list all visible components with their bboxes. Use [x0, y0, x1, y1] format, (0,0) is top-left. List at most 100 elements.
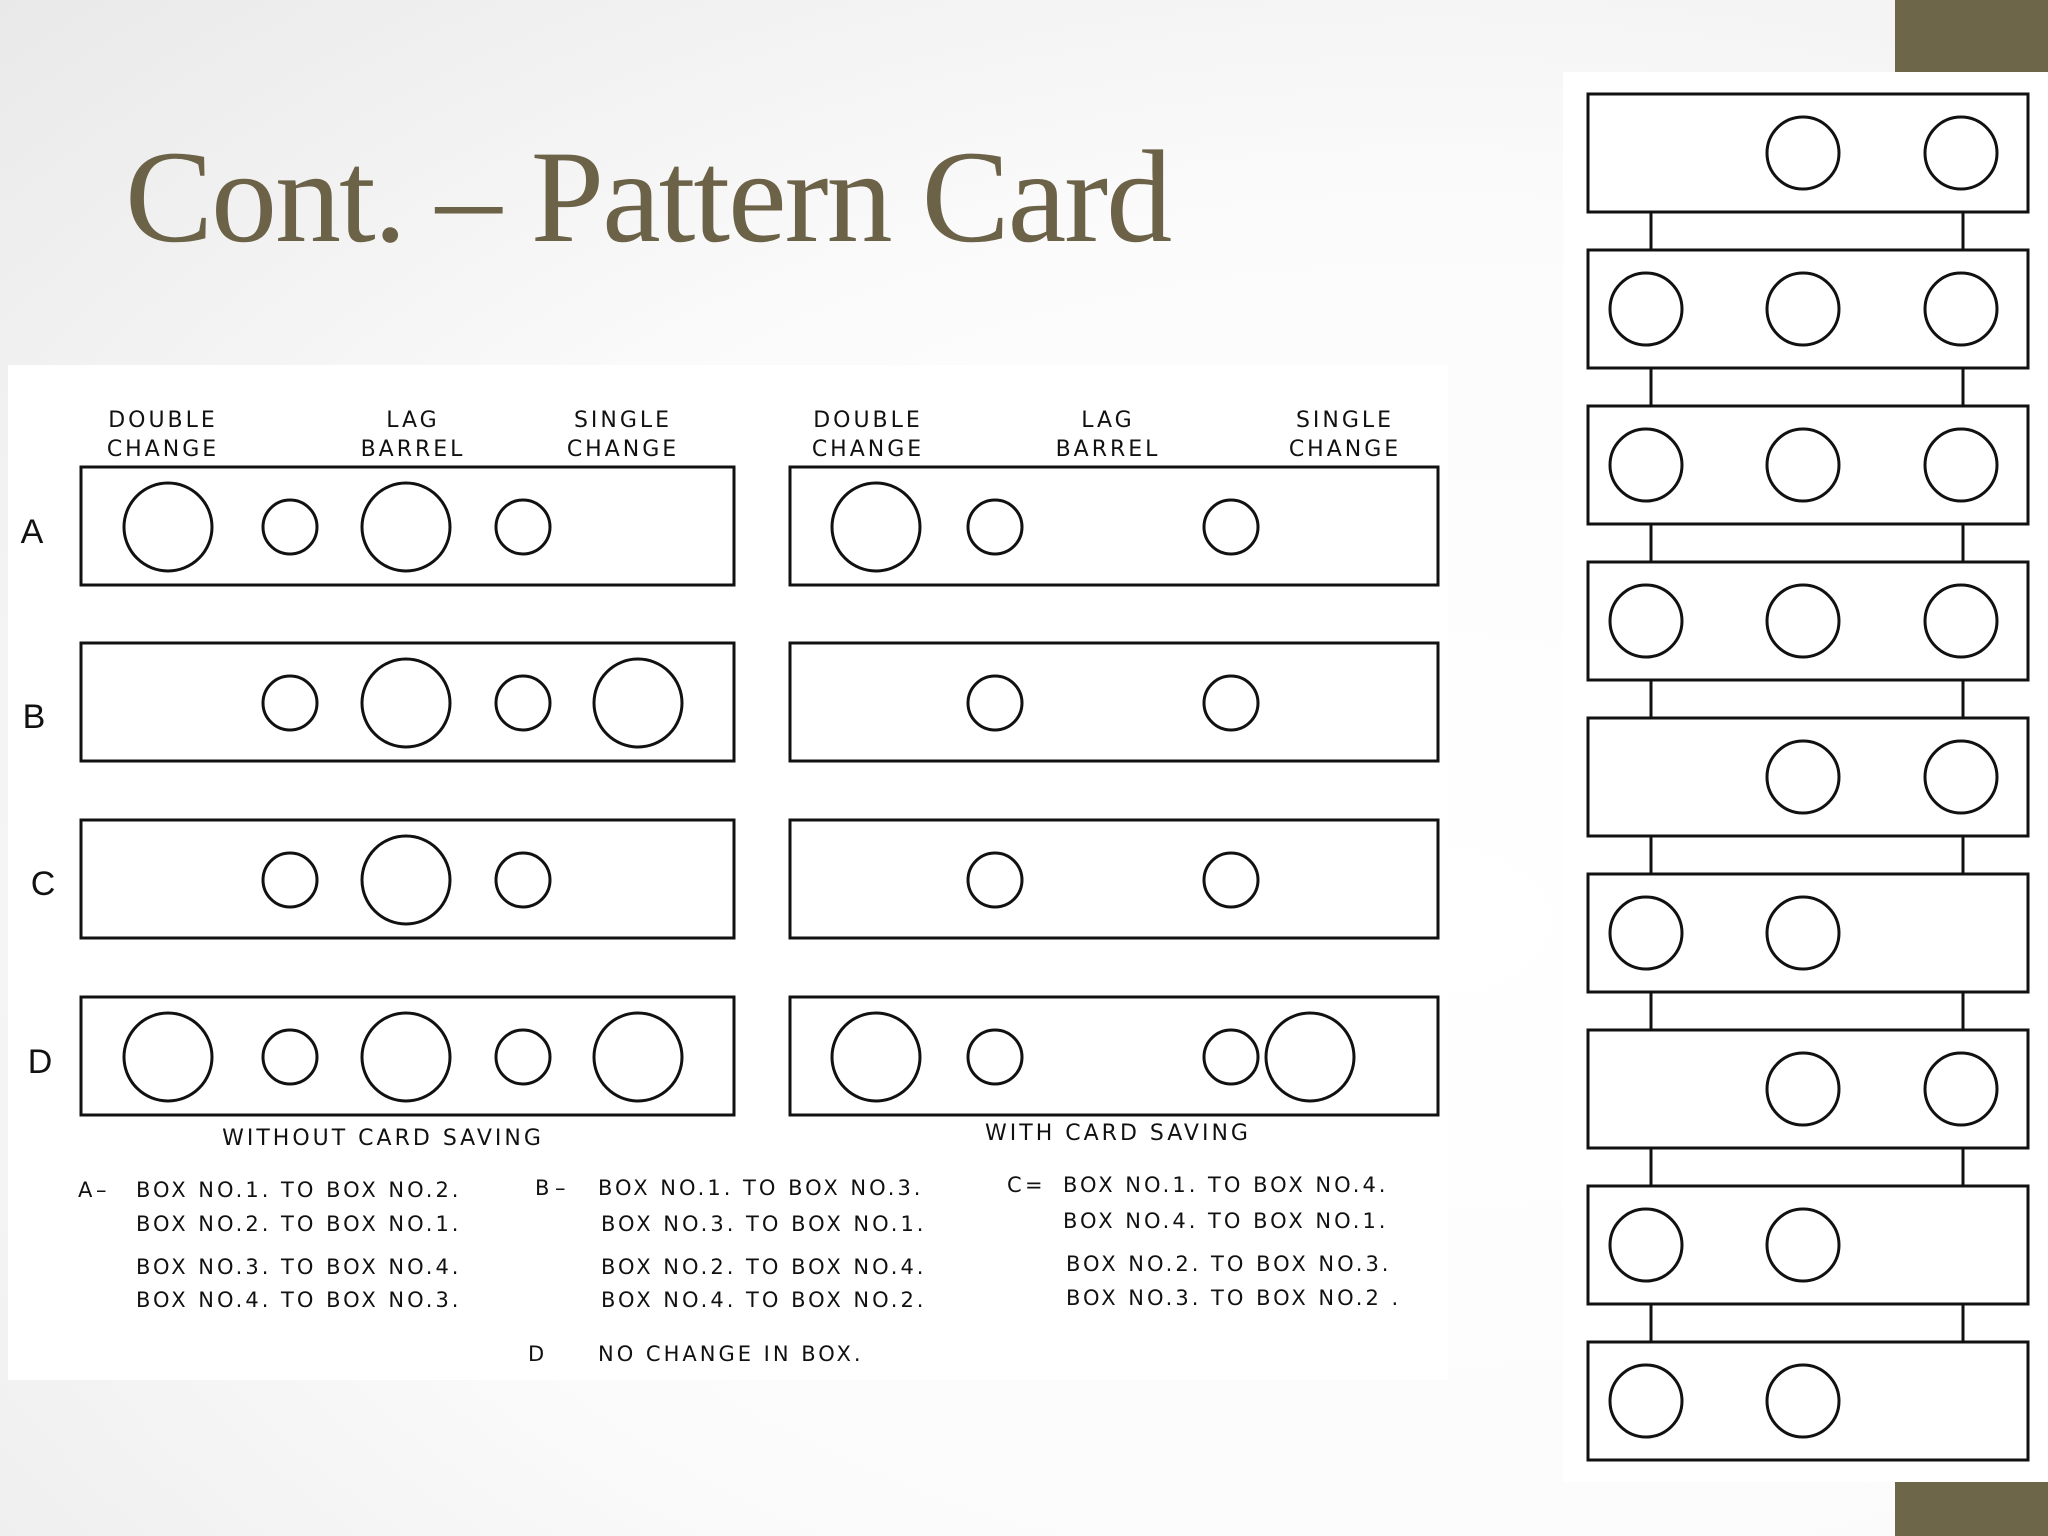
- card-without-saving-row-a: [79, 465, 736, 587]
- card-with-saving-row-c: [788, 818, 1440, 940]
- hole-small-with-row-c: [966, 851, 1024, 909]
- chain-card-4-hole-1: [1608, 583, 1684, 659]
- header-single-change-2-left: CHANGE: [567, 437, 679, 462]
- header-double-change-1-left: DOUBLE: [108, 408, 218, 433]
- chain-card-3-hole-2: [1765, 427, 1841, 503]
- chain-card-7: [1586, 1028, 2030, 1150]
- caption-without-card-saving: WITHOUT CARD SAVING: [222, 1126, 544, 1151]
- chain-card-6-hole-2: [1765, 895, 1841, 971]
- chain-card-8-hole-1: [1608, 1207, 1684, 1283]
- chain-card-2: [1586, 248, 2030, 370]
- legend-c-line-2: BOX NO.4. TO BOX NO.1.: [1063, 1209, 1388, 1233]
- hole-big-with-row-a: [830, 481, 922, 573]
- header-single-change-1-right: SINGLE: [1296, 408, 1394, 433]
- hole-big-without-row-d: [122, 1011, 214, 1103]
- chain-card-1-hole-3: [1923, 115, 1999, 191]
- row-label-b: B: [23, 698, 46, 736]
- hole-small-with-row-b: [1202, 674, 1260, 732]
- header-lag-barrel-1-right: LAG: [1081, 408, 1134, 433]
- chain-card-6-hole-1: [1608, 895, 1684, 971]
- legend-a-line-3: BOX NO.3. TO BOX NO.4.: [136, 1255, 461, 1279]
- chain-card-5: [1586, 716, 2030, 838]
- chain-card-4-hole-3: [1923, 583, 1999, 659]
- header-double-change-2-left: CHANGE: [107, 437, 219, 462]
- hole-big-with-row-d: [830, 1011, 922, 1103]
- chain-card-4: [1586, 560, 2030, 682]
- legend-b-line-3: BOX NO.2. TO BOX NO.4.: [601, 1255, 926, 1279]
- hole-big-without-row-d: [360, 1011, 452, 1103]
- row-label-a: A: [21, 513, 44, 551]
- slide-title: Cont. – Pattern Card: [125, 123, 1172, 270]
- legend-a-dash: –: [96, 1178, 110, 1202]
- header-single-change-2-right: CHANGE: [1289, 437, 1401, 462]
- header-lag-barrel-2-left: BARREL: [361, 437, 466, 462]
- chain-card-4-hole-2: [1765, 583, 1841, 659]
- header-double-change-1-right: DOUBLE: [813, 408, 923, 433]
- legend-a-line-4: BOX NO.4. TO BOX NO.3.: [136, 1288, 461, 1312]
- chain-card-2-hole-1: [1608, 271, 1684, 347]
- card-with-saving-row-b: [788, 641, 1440, 763]
- hole-small-without-row-a: [261, 498, 319, 556]
- legend-a-line-2: BOX NO.2. TO BOX NO.1.: [136, 1212, 461, 1236]
- legend-c-eq: =: [1025, 1173, 1046, 1197]
- card-with-saving-row-d: [788, 995, 1440, 1117]
- legend-b-dash: –: [555, 1176, 569, 1200]
- card-chain-figure: [1563, 72, 2048, 1482]
- header-lag-barrel-1-left: LAG: [386, 408, 439, 433]
- hole-small-with-row-d: [966, 1028, 1024, 1086]
- chain-card-1-hole-2: [1765, 115, 1841, 191]
- legend-a-key: A: [78, 1178, 95, 1202]
- hole-small-without-row-a: [494, 498, 552, 556]
- chain-card-7-hole-3: [1923, 1051, 1999, 1127]
- caption-with-card-saving: WITH CARD SAVING: [985, 1121, 1251, 1146]
- hole-small-without-row-b: [261, 674, 319, 732]
- hole-big-without-row-c: [360, 834, 452, 926]
- pattern-card-figure: DOUBLE CHANGE LAG BARREL SINGLE CHANGE D…: [8, 365, 1448, 1380]
- hole-big-without-row-d: [592, 1011, 684, 1103]
- chain-card-5-hole-2: [1765, 739, 1841, 815]
- chain-card-8: [1586, 1184, 2030, 1306]
- card-rows: [79, 465, 1440, 1117]
- chain-card-5-hole-3: [1923, 739, 1999, 815]
- card-without-saving-row-d: [79, 995, 736, 1117]
- chain-card-3: [1586, 404, 2030, 526]
- row-label-c: C: [31, 865, 56, 903]
- chain-card-9-hole-1: [1608, 1363, 1684, 1439]
- card-chain: [1586, 92, 2030, 1462]
- hole-small-without-row-c: [494, 851, 552, 909]
- hole-small-without-row-c: [261, 851, 319, 909]
- chain-card-2-hole-2: [1765, 271, 1841, 347]
- chain-card-2-hole-3: [1923, 271, 1999, 347]
- hole-small-with-row-a: [1202, 498, 1260, 556]
- hole-small-without-row-d: [261, 1028, 319, 1086]
- hole-big-with-row-d: [1264, 1011, 1356, 1103]
- hole-big-without-row-a: [122, 481, 214, 573]
- chain-card-3-hole-1: [1608, 427, 1684, 503]
- accent-bar-top: [1895, 0, 2048, 72]
- hole-small-without-row-b: [494, 674, 552, 732]
- legend-c-line-1: BOX NO.1. TO BOX NO.4.: [1063, 1173, 1388, 1197]
- header-double-change-2-right: CHANGE: [812, 437, 924, 462]
- hole-small-without-row-d: [494, 1028, 552, 1086]
- card-chain-diagram: [1586, 92, 2030, 1462]
- chain-card-6: [1586, 872, 2030, 994]
- accent-bar-bottom: [1895, 1476, 2048, 1536]
- header-lag-barrel-2-right: BARREL: [1056, 437, 1161, 462]
- chain-card-9: [1586, 1340, 2030, 1462]
- legend-d-text: NO CHANGE IN BOX.: [598, 1342, 864, 1366]
- chain-card-8-hole-2: [1765, 1207, 1841, 1283]
- legend-c-line-3: BOX NO.2. TO BOX NO.3.: [1066, 1252, 1391, 1276]
- legend-b-line-2: BOX NO.3. TO BOX NO.1.: [601, 1212, 926, 1236]
- legend-a-line-1: BOX NO.1. TO BOX NO.2.: [136, 1178, 461, 1202]
- hole-small-with-row-d: [1202, 1028, 1260, 1086]
- chain-card-7-hole-2: [1765, 1051, 1841, 1127]
- legend-d-key: D: [528, 1342, 547, 1366]
- pattern-card-diagram: DOUBLE CHANGE LAG BARREL SINGLE CHANGE D…: [21, 408, 1440, 1366]
- legend-b-line-1: BOX NO.1. TO BOX NO.3.: [598, 1176, 923, 1200]
- legend-c-line-4: BOX NO.3. TO BOX NO.2 .: [1066, 1286, 1401, 1310]
- header-single-change-1-left: SINGLE: [574, 408, 672, 433]
- hole-big-without-row-b: [592, 657, 684, 749]
- row-label-d: D: [28, 1043, 53, 1081]
- hole-big-without-row-a: [360, 481, 452, 573]
- legend-b-key: B: [535, 1176, 552, 1200]
